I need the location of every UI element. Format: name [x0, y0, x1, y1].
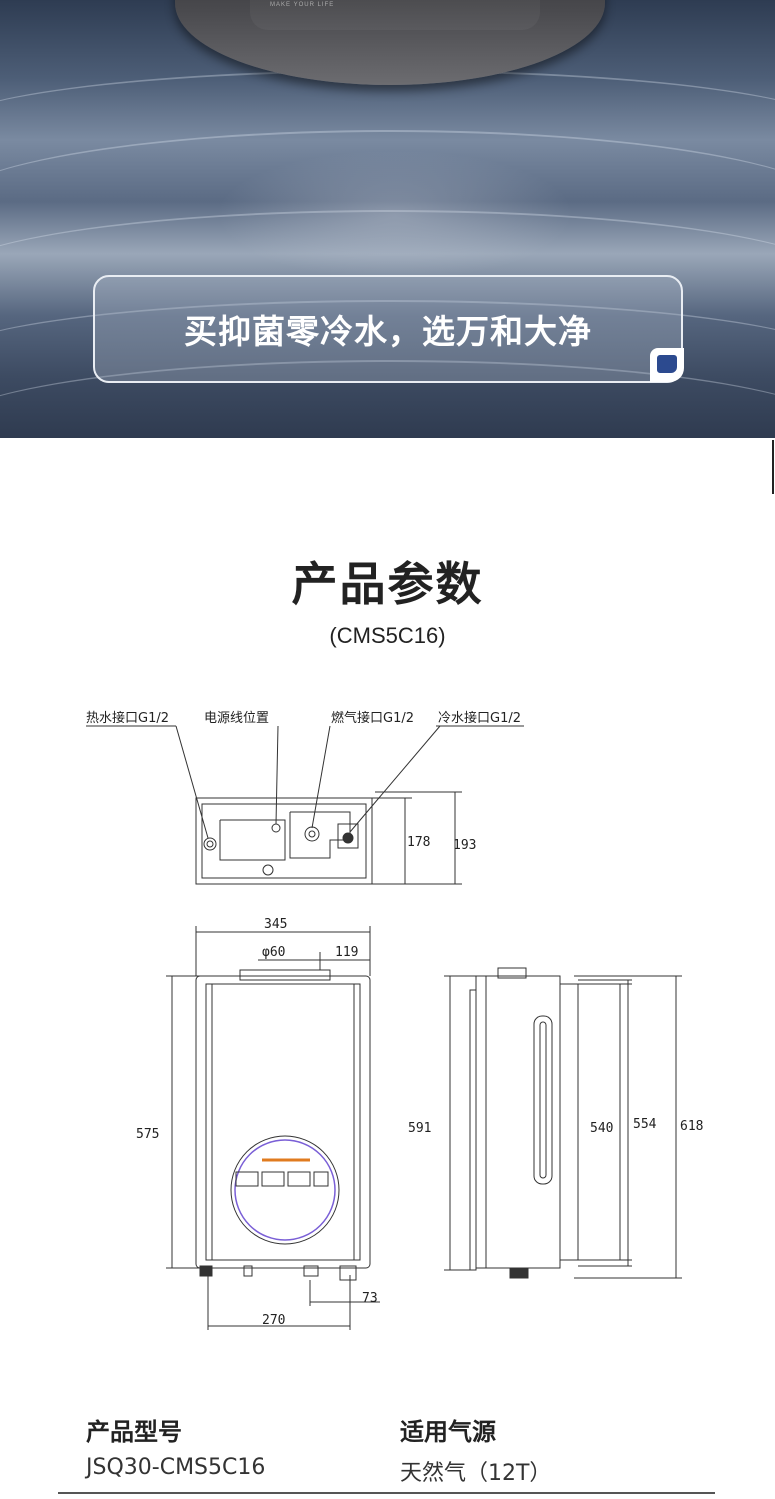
spec-gas-source: 适用气源 天然气（12T）: [400, 1412, 551, 1487]
dim-73: 73: [362, 1291, 378, 1306]
corner-badge-icon: [650, 348, 684, 382]
dim-270: 270: [262, 1313, 285, 1328]
edge-divider: [772, 440, 774, 494]
device-mark: MAKE YOUR LIFE: [270, 2, 335, 8]
bottom-divider: [58, 1492, 715, 1494]
spec-model: 产品型号 JSQ30-CMS5C16: [86, 1412, 265, 1480]
product-device: [250, 0, 540, 30]
callout-gas: 燃气接口G1/2: [331, 710, 414, 726]
section-title: 产品参数: [291, 557, 484, 611]
water-ripple: [0, 130, 775, 290]
front-view: [195, 969, 371, 1281]
dim-345: 345: [264, 917, 287, 932]
dim-554: 554: [633, 1117, 657, 1132]
dim-575: 575: [136, 1127, 159, 1142]
slogan-box: 买抑菌零冷水，选万和大净: [93, 275, 683, 383]
top-view: [195, 797, 373, 885]
water-ripple: [0, 360, 775, 438]
hero-banner: MAKE YOUR LIFE 买抑菌零冷水，选万和大净: [0, 0, 775, 438]
dim-540: 540: [590, 1121, 613, 1136]
dim-119: 119: [335, 945, 358, 960]
spec-value: 天然气（12T）: [400, 1461, 552, 1486]
dim-phi60: φ60: [262, 945, 285, 960]
dim-193: 193: [453, 838, 476, 853]
dim-591: 591: [408, 1121, 431, 1136]
dim-618: 618: [680, 1119, 703, 1134]
dim-178: 178: [407, 835, 430, 850]
spec-label: 产品型号: [86, 1418, 182, 1446]
dimension-drawing: 热水接口G1/2 电源线位置 燃气接口G1/2 冷水接口G1/2 178 193…: [86, 710, 703, 1330]
spec-value: JSQ30-CMS5C16: [86, 1455, 266, 1480]
device-reflection: [215, 150, 575, 280]
side-view: [469, 967, 579, 1279]
slogan-text: 买抑菌零冷水，选万和大净: [184, 312, 592, 351]
callout-power-line: 电源线位置: [204, 711, 269, 726]
water-ripple: [0, 300, 775, 420]
model-code: (CMS5C16): [329, 623, 446, 648]
spec-label: 适用气源: [400, 1418, 496, 1446]
water-ripple: [0, 210, 775, 350]
callout-hot-water: 热水接口G1/2: [86, 710, 169, 726]
callout-cold-water: 冷水接口G1/2: [438, 710, 521, 726]
